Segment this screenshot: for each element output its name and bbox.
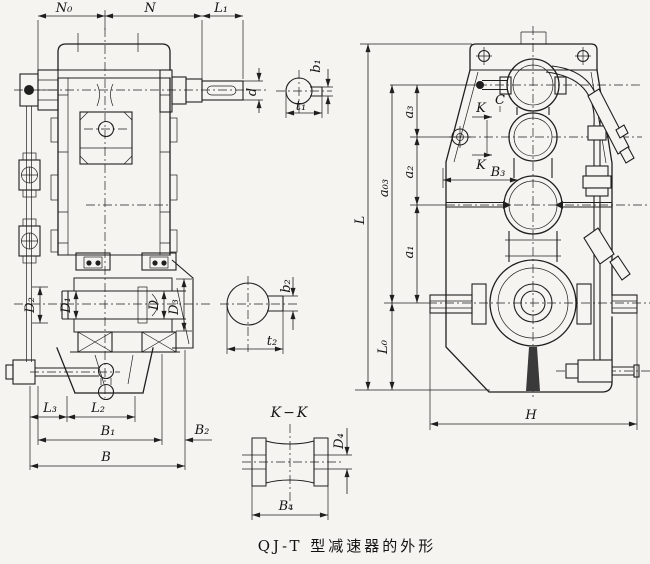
front-view: N₀ N L₁ d D₂ D₁ D D₃ xyxy=(5,1,268,470)
dim-label-l: L xyxy=(353,216,368,226)
front-dims-top: N₀ N L₁ xyxy=(37,1,244,79)
side-view: K K C B₃ L a₀₃ L₀ a₃ a₂ a₁ xyxy=(353,26,650,430)
dim-label-h: H xyxy=(524,408,537,423)
dim-label-b2-key: b₂ xyxy=(279,279,294,293)
dim-label-a3: a₃ xyxy=(402,106,417,119)
key-detail-input: b₁ t₁ xyxy=(276,59,333,118)
label-k-bottom: K xyxy=(475,158,487,173)
label-k-top: K xyxy=(475,101,487,116)
section-cut-annotations: K K C B₃ xyxy=(442,93,518,188)
section-kk: K−K D₄ B₄ xyxy=(242,405,352,520)
oil-gauge xyxy=(5,69,59,385)
dim-label-l2: L₂ xyxy=(90,401,105,416)
front-dims-bottom: L₃ L₂ B₁ B₂ B xyxy=(29,350,212,470)
dim-label-l0: L₀ xyxy=(376,339,391,355)
dim-label-d: d xyxy=(245,88,260,96)
dim-label-a1: a₁ xyxy=(402,246,417,259)
dim-label-t2: t₂ xyxy=(267,334,277,349)
front-dim-d: d xyxy=(243,68,263,113)
dim-label-b3: B₃ xyxy=(490,165,506,180)
dim-label-d3: D₃ xyxy=(167,299,182,316)
side-dim-h: H xyxy=(429,313,638,430)
dim-label-d4: D₄ xyxy=(332,433,347,450)
dim-label-l1: L₁ xyxy=(213,1,228,16)
dim-label-n0: N₀ xyxy=(55,1,73,16)
side-dims-left: L a₀₃ L₀ a₃ a₂ a₁ xyxy=(353,43,490,391)
front-housing xyxy=(50,33,178,256)
output-shaft-assembly xyxy=(56,252,194,394)
breather-plug xyxy=(587,88,630,155)
dim-label-b4: B₄ xyxy=(278,499,294,514)
dim-label-b: B xyxy=(100,450,111,465)
oil-pipe xyxy=(545,65,640,383)
section-kk-title: K−K xyxy=(270,405,310,421)
drawing-caption: QJ-T 型减速器的外形 xyxy=(258,537,437,555)
dim-label-a2: a₂ xyxy=(402,166,417,179)
drain-rod xyxy=(30,362,120,401)
dim-label-n: N xyxy=(143,1,156,16)
key-detail-output: b₂ t₂ xyxy=(220,276,300,354)
dim-label-b1: B₁ xyxy=(100,424,116,439)
dim-label-dcap: D xyxy=(147,299,162,311)
mounting-rails xyxy=(429,283,638,391)
front-dims-diameters: D₂ D₁ D D₃ xyxy=(23,278,192,332)
dim-label-t1: t₁ xyxy=(296,99,306,114)
dim-label-d1: D₁ xyxy=(59,297,74,314)
dim-label-b2: B₂ xyxy=(194,423,210,438)
inspection-cover xyxy=(79,111,133,165)
label-c: C xyxy=(495,93,505,108)
dim-label-a03: a₀₃ xyxy=(377,179,392,197)
dim-label-d2: D₂ xyxy=(23,297,38,314)
shaft-bores xyxy=(446,58,612,347)
input-shaft xyxy=(159,69,244,113)
dim-label-l3: L₃ xyxy=(42,401,57,416)
dim-label-b1-key: b₁ xyxy=(309,59,324,73)
